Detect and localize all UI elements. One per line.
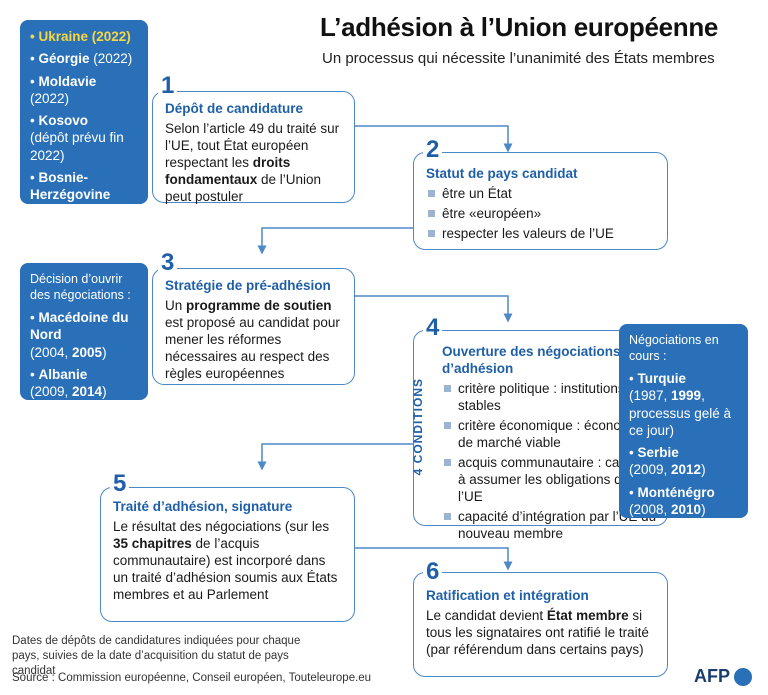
step-4-condition: critère politique : institutions stables <box>442 380 657 414</box>
candidates-box: • Ukraine (2022) • Géorgie (2022) • Mold… <box>20 20 148 219</box>
step-4-title: Ouverture des négociations d’adhésion <box>442 344 621 376</box>
footer-note: Dates de dépôts de candidatures indiquée… <box>12 635 301 677</box>
step-2-box: Statut de pays candidat être un État êtr… <box>413 152 668 250</box>
step-5-title: Traité d’adhésion, signature <box>113 499 293 514</box>
connector-1-2 <box>355 125 513 153</box>
negotiations-box: Négociations en cours : • Turquie(1987, … <box>619 324 748 518</box>
candidate-georgie: • Géorgie (2022) <box>30 51 133 67</box>
conditions-label: 4 CONDITIONS <box>411 378 425 476</box>
step-3-title: Stratégie de pré-adhésion <box>165 278 331 293</box>
negotiations-country: • Turquie(1987, 1999, processus gelé à c… <box>629 371 732 438</box>
candidate-ukraine: • Ukraine (2022) <box>30 29 131 44</box>
decision-box: Décision d’ouvrir des négociations : • M… <box>20 263 148 400</box>
step-4-condition: capacité d’intégration par l’UE du nouve… <box>442 508 657 542</box>
step-2-criterion: être un État <box>426 185 657 202</box>
step-1-number: 1 <box>158 74 178 98</box>
page-subtitle: Un processus qui nécessite l’unanimité d… <box>322 50 715 67</box>
step-4-conditions: critère politique : institutions stables… <box>442 380 657 542</box>
step-6-number: 6 <box>423 560 443 584</box>
candidate-bosnie: • Bosnie-Herzégovine(2016) <box>30 169 111 220</box>
step-4-number: 4 <box>423 316 443 340</box>
step-3-number: 3 <box>158 251 178 275</box>
afp-dot-icon <box>734 667 752 686</box>
step-2-criteria: être un État être «européen» respecter l… <box>426 185 657 242</box>
step-5-text: Le résultat des négociations (sur les 35… <box>113 519 338 602</box>
negotiations-country: • Serbie(2009, 2012) <box>629 445 706 478</box>
step-1-box: Dépôt de candidature Selon l’article 49 … <box>152 91 355 204</box>
afp-logo: AFP <box>694 666 752 687</box>
candidate-moldavie: • Moldavie (2022) <box>30 73 97 106</box>
step-2-criterion: être «européen» <box>426 205 657 222</box>
step-6-title: Ratification et intégration <box>426 588 589 603</box>
step-5-number: 5 <box>110 472 130 496</box>
candidate-kosovo: • Kosovo(dépôt prévu fin 2022) <box>30 113 124 163</box>
negotiations-note: Négociations en cours : <box>629 333 719 363</box>
decision-country: • Macédoine du Nord(2004, 2005) <box>30 310 129 360</box>
page-title: L’adhésion à l’Union européenne <box>320 12 719 42</box>
step-1-title: Dépôt de candidature <box>165 101 304 116</box>
step-5-box: Traité d’adhésion, signature Le résultat… <box>100 487 355 622</box>
step-2-title: Statut de pays candidat <box>426 166 578 181</box>
negotiations-country: • Monténégro(2008, 2010) <box>629 484 715 517</box>
connector-5-6 <box>355 547 513 571</box>
step-3-box: Stratégie de pré-adhésion Un programme d… <box>152 268 355 385</box>
decision-country: • Albanie(2009, 2014) <box>30 366 107 400</box>
connector-3-4 <box>355 295 513 323</box>
step-2-number: 2 <box>423 138 443 162</box>
decision-note: Décision d’ouvrir des négociations : <box>30 272 131 302</box>
footer-source: Source : Commission européenne, Conseil … <box>12 672 372 684</box>
step-6-box: Ratification et intégration Le candidat … <box>413 572 668 677</box>
step-1-text: Selon l’article 49 du traité sur l’UE, t… <box>165 121 340 204</box>
step-6-text: Le candidat devient État membre si tous … <box>426 608 649 657</box>
step-4-condition: acquis communautaire : capacité à assume… <box>442 454 657 505</box>
afp-logo-text: AFP <box>694 666 730 686</box>
connector-4-5 <box>257 443 413 471</box>
step-4-condition: critère économique : économie de marché … <box>442 417 657 451</box>
step-4-box: Ouverture des négociations d’adhésion cr… <box>413 330 668 541</box>
connector-2-3 <box>257 227 413 255</box>
step-2-criterion: respecter les valeurs de l’UE <box>426 225 657 242</box>
step-3-text: Un programme de soutien est proposé au c… <box>165 298 340 381</box>
